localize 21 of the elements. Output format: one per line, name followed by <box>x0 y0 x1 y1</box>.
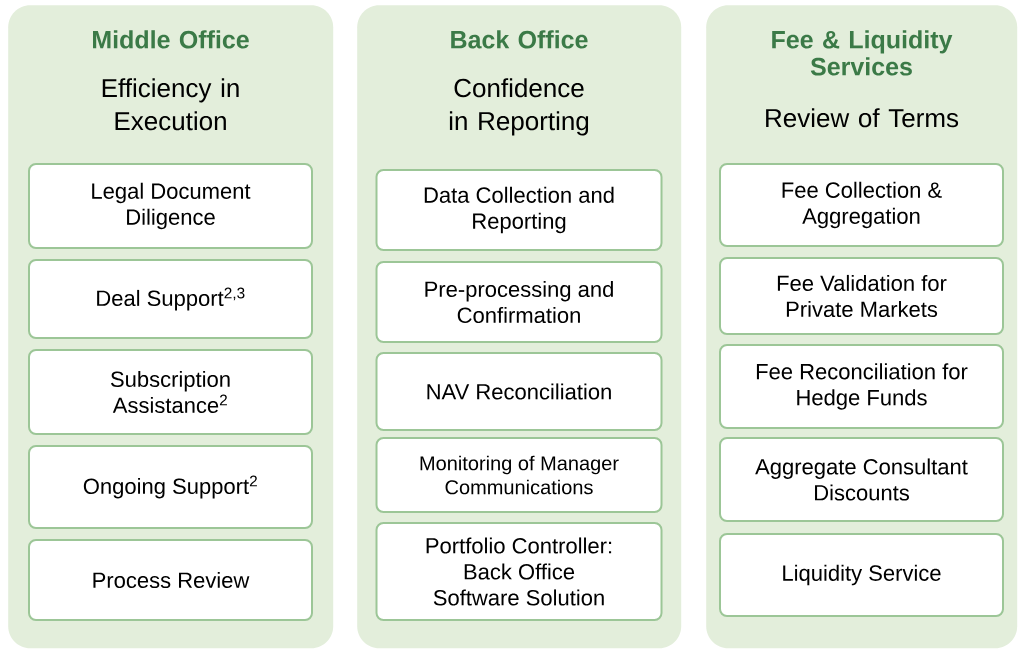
panel-subtitle: Review of Terms <box>766 108 959 128</box>
service-box: Deal Support$^{2,3}$ <box>28 259 313 339</box>
service-box: NAV Reconciliation <box>375 352 663 431</box>
service-box: Ongoing Support$^{2}$ <box>28 445 313 529</box>
panel-subtitle: Confidence in Reporting <box>449 78 589 136</box>
service-box: Monitoring of Manager Communications <box>375 437 663 513</box>
service-box: Pre-processing and Confirmation <box>375 261 663 343</box>
service-box: Legal Document Diligence <box>28 163 313 249</box>
panel-title: Middle Office <box>93 30 249 49</box>
service-box: Data Collection and Reporting <box>375 169 663 251</box>
service-box: Fee Collection & Aggregation <box>719 163 1004 247</box>
service-box: Liquidity Service <box>719 533 1004 617</box>
service-box: Aggregate Consultant Discounts <box>719 437 1004 522</box>
service-box: Subscription Assistance$^{2}$ <box>28 349 313 435</box>
service-box: Portfolio Controller: Back Office Software Solution <box>375 522 663 621</box>
panel-subtitle: Efficiency in Execution <box>102 78 239 131</box>
service-box: Process Review <box>28 539 313 621</box>
service-box: Fee Validation for Private Markets <box>719 257 1004 335</box>
service-box: Fee Reconciliation for Hedge Funds <box>719 344 1004 429</box>
panel-title: Back Office <box>451 30 588 49</box>
panel-title: Fee & Liquidity Services <box>772 30 953 76</box>
